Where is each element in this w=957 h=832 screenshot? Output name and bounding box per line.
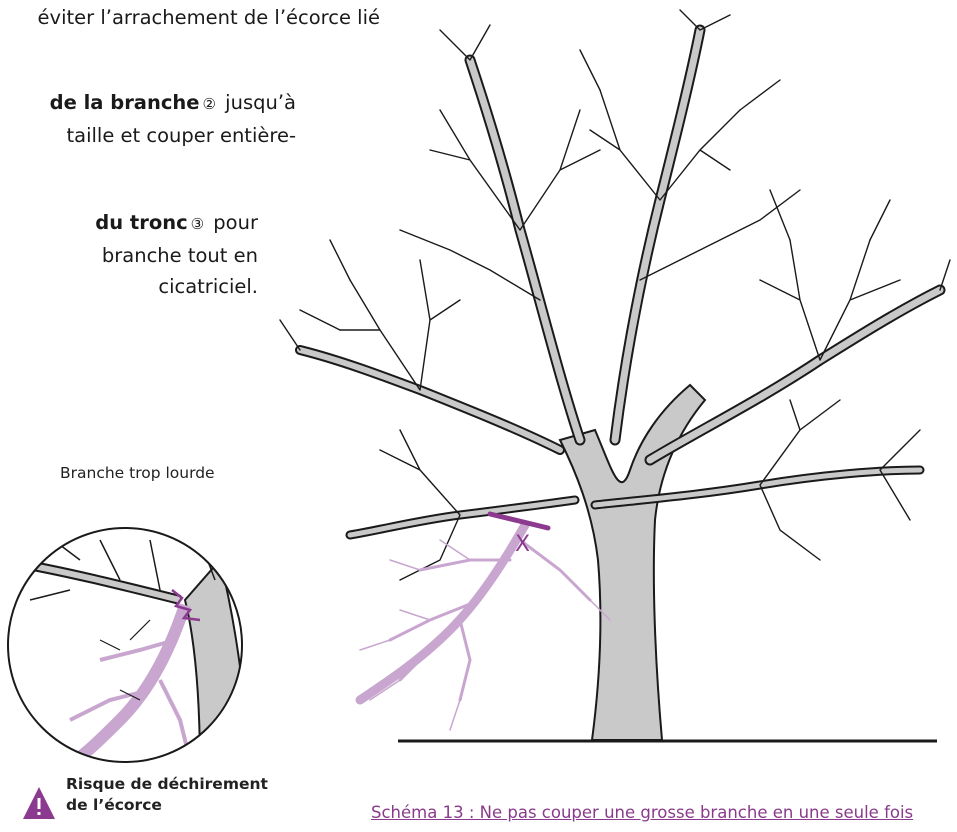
cut-line — [490, 514, 548, 528]
warning-triangle-icon — [22, 786, 56, 820]
warning-line-1: Risque de déchirement — [66, 774, 268, 795]
figure-caption[interactable]: Schéma 13 : Ne pas couper une grosse bra… — [371, 803, 913, 822]
tree-limbs — [300, 30, 940, 535]
warning-line-2: de l’écorce — [66, 795, 268, 816]
warning-text: Risque de déchirement de l’écorce — [66, 774, 268, 816]
cut-mark: X — [515, 532, 530, 557]
heavy-branch-purple — [360, 525, 610, 730]
detail-circle-content — [0, 520, 260, 780]
detail-title: Branche trop lourde — [60, 464, 215, 482]
